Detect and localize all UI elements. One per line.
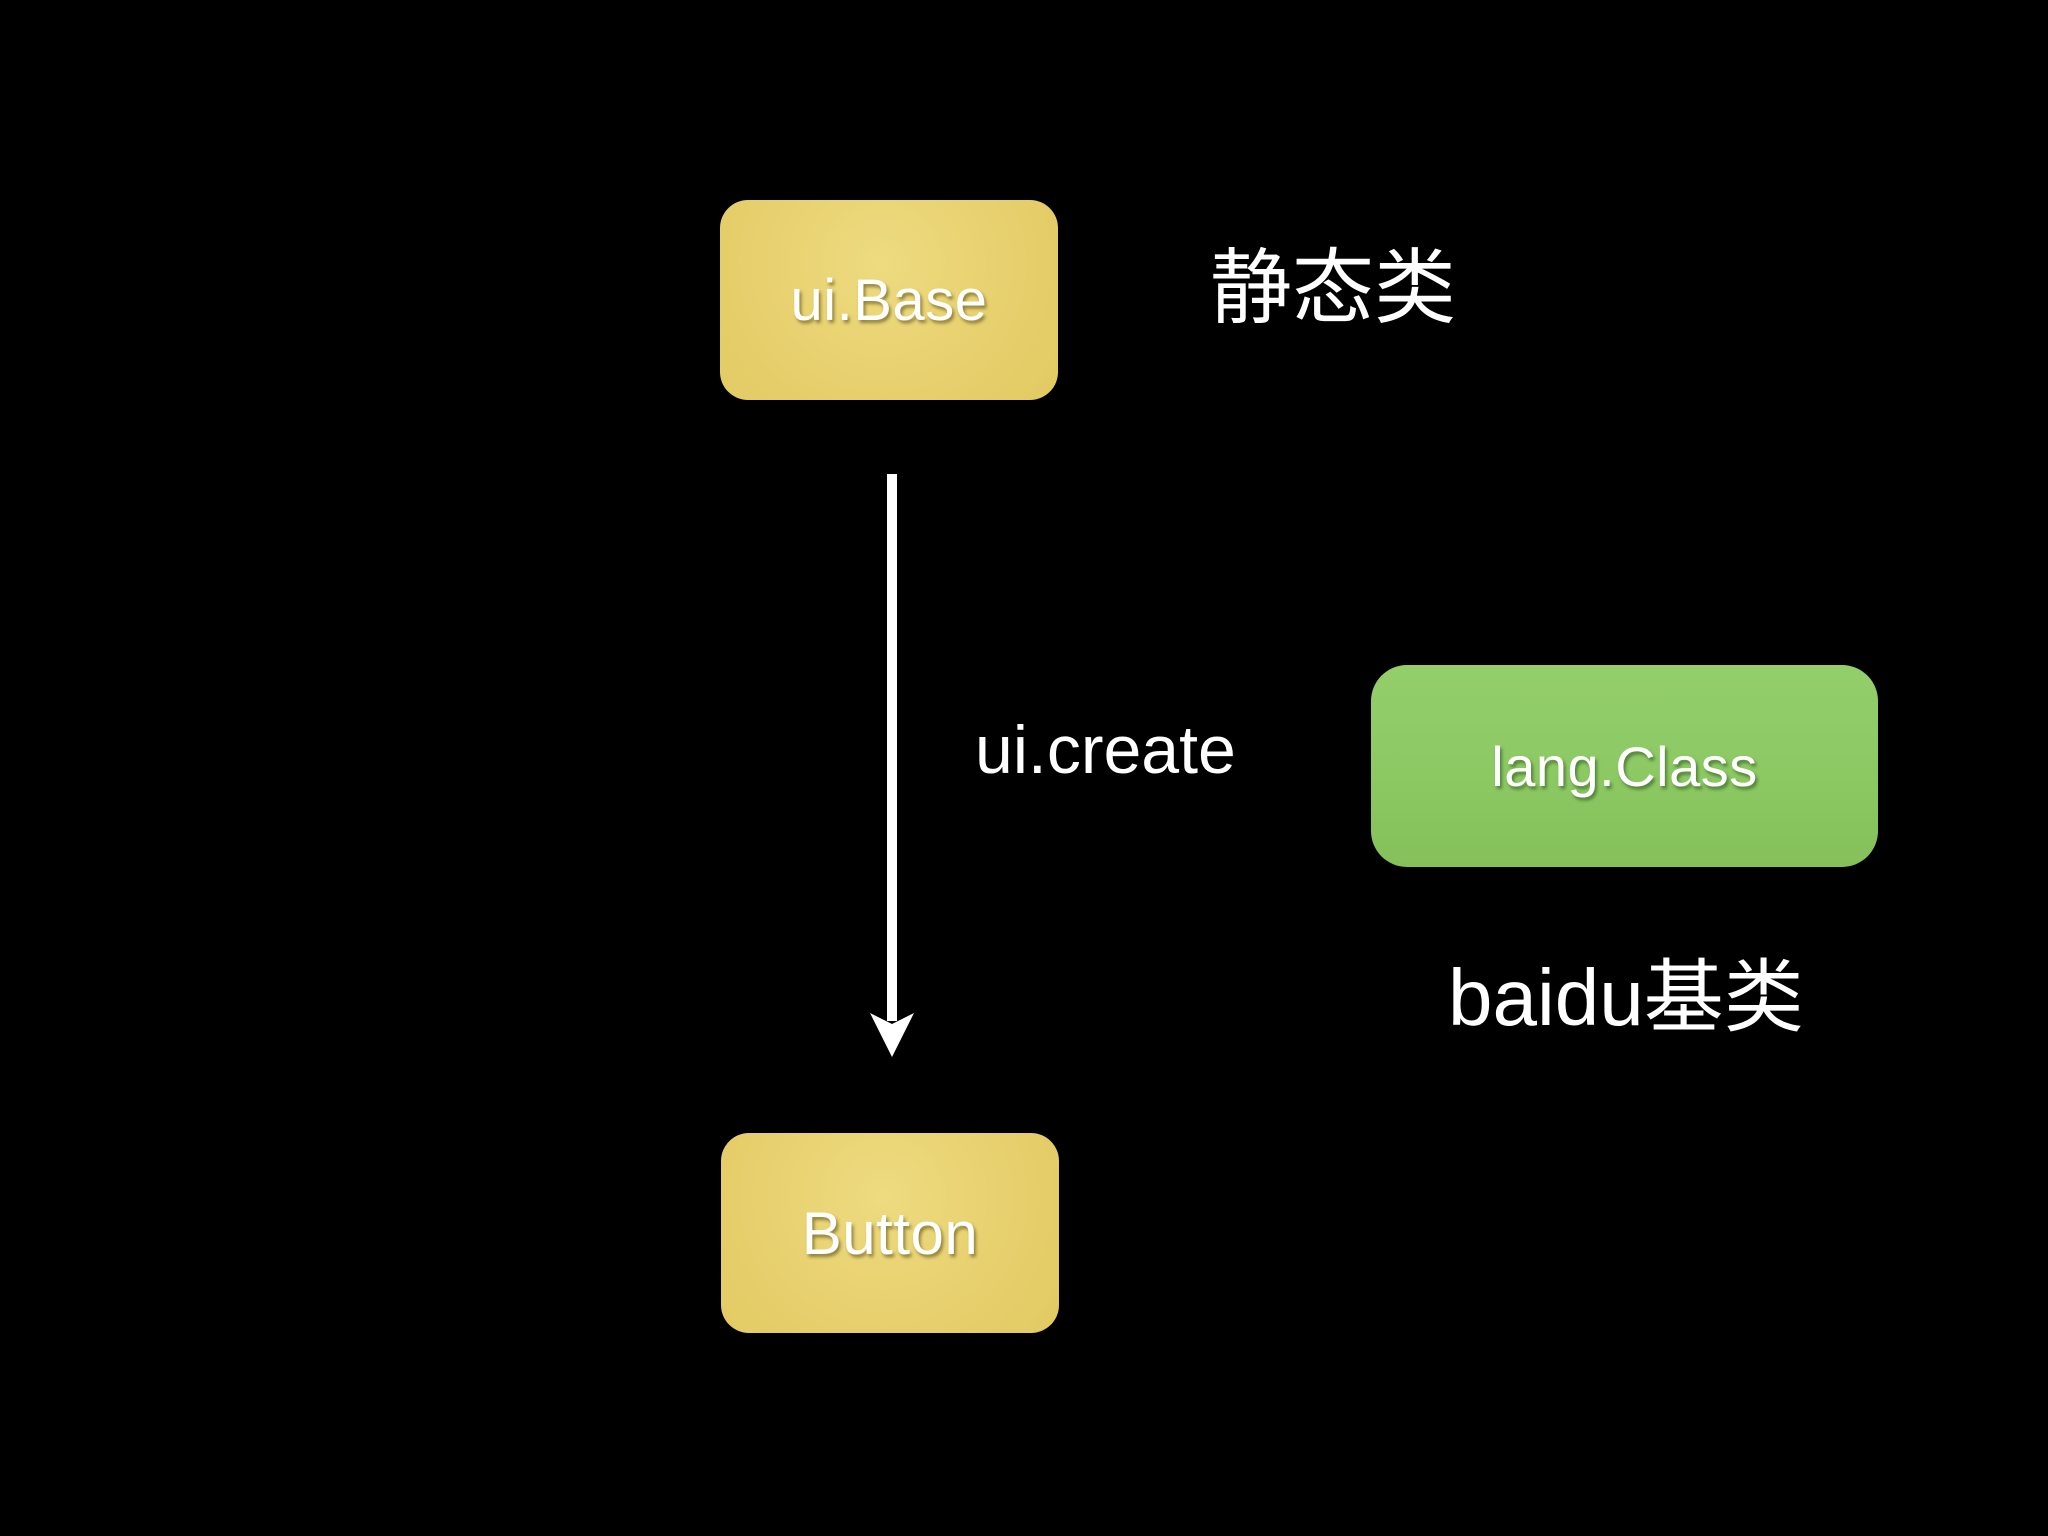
annotation-static-class: 静态类 — [1210, 243, 1457, 334]
node-label-ui-base: ui.Base — [790, 267, 988, 333]
diagram-node-lang-class: lang.Class — [1371, 665, 1878, 867]
node-label-lang-class: lang.Class — [1491, 734, 1758, 798]
edge-label-ui-create: ui.create — [975, 712, 1236, 788]
diagram-node-ui-base: ui.Base — [720, 200, 1058, 400]
diagram-node-button: Button — [721, 1133, 1059, 1333]
annotation-baidu-base: baidu基类 — [1448, 953, 1804, 1042]
node-label-button: Button — [801, 1199, 979, 1267]
arrow-down-connector — [870, 474, 914, 1057]
